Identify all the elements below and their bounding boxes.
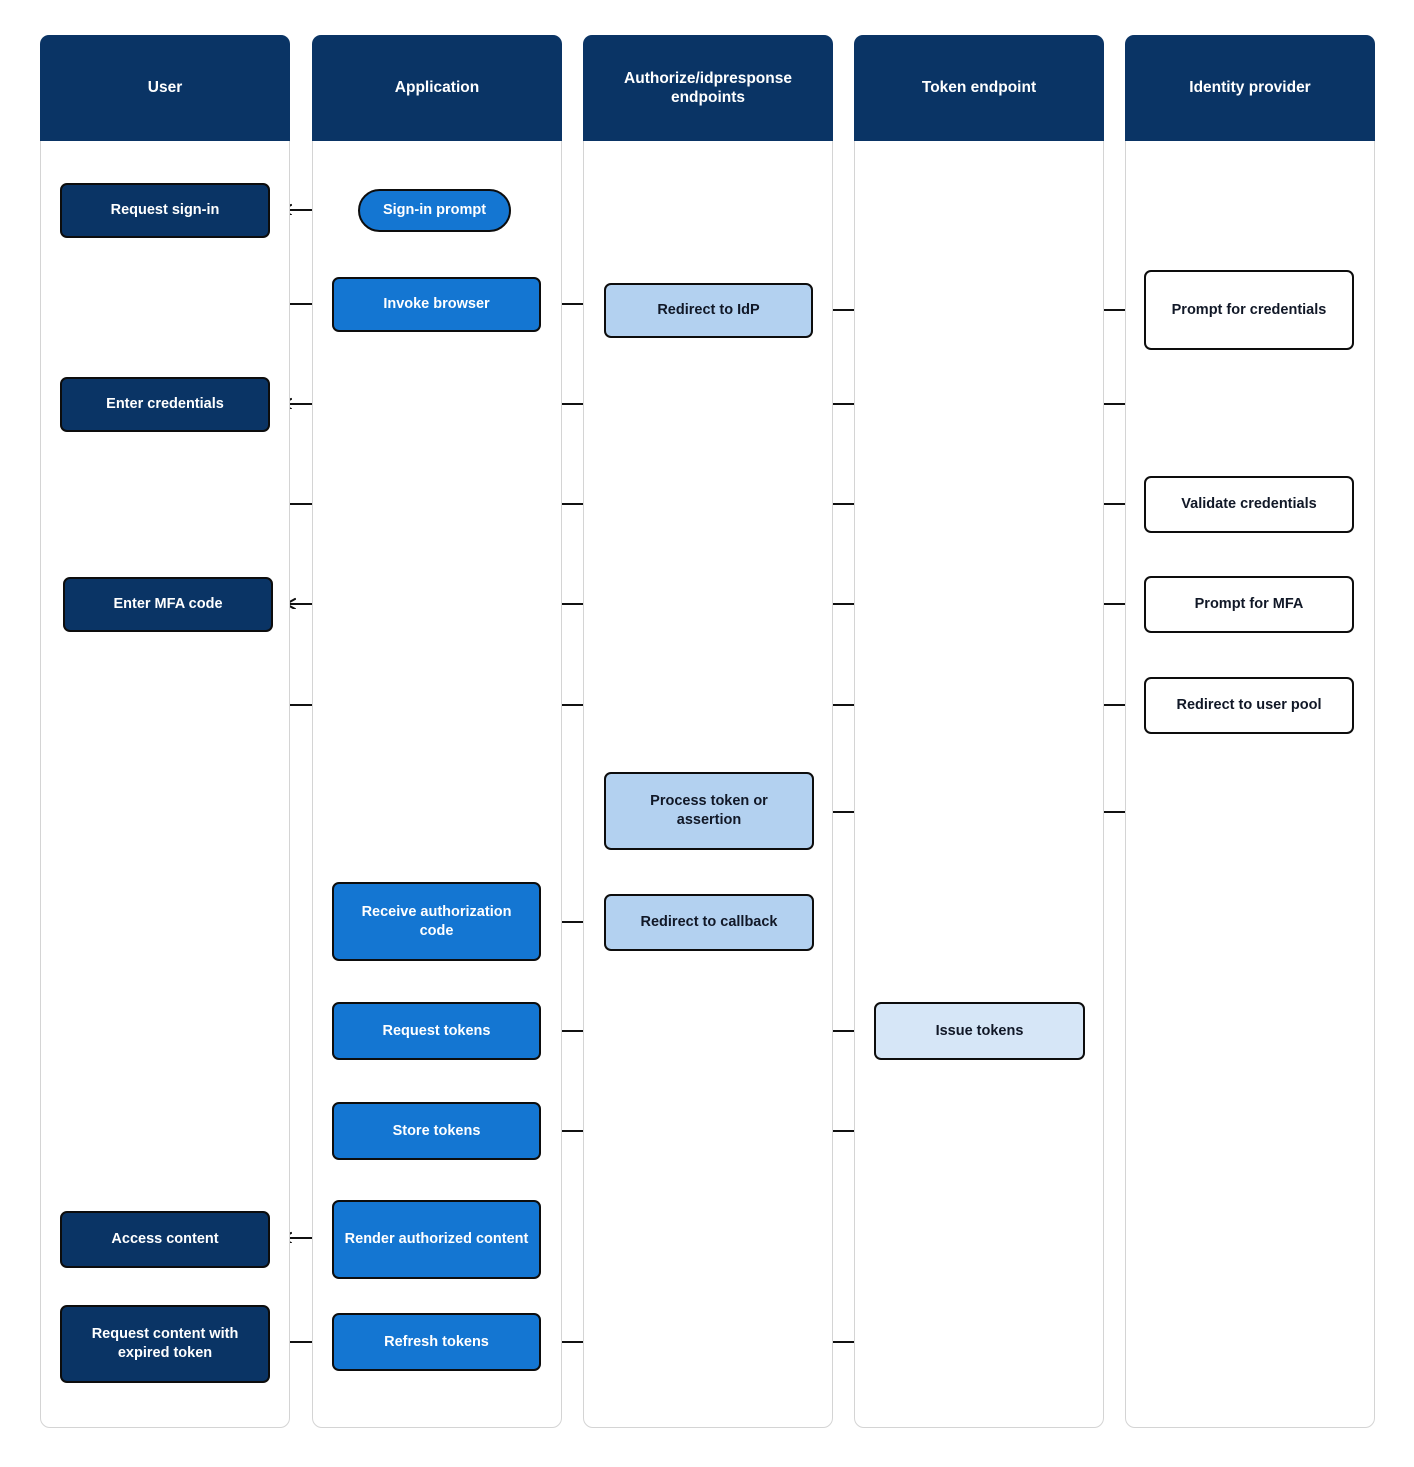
lane-header-endpoint: Authorize/idpresponse endpoints: [583, 35, 833, 141]
node-redirect-to-callback[interactable]: Redirect to callback: [604, 894, 814, 951]
node-render-authorized-content[interactable]: Render authorized content: [332, 1200, 541, 1279]
node-request-content-with-expired-token[interactable]: Request content with expired token: [60, 1305, 270, 1383]
node-refresh-tokens[interactable]: Refresh tokens: [332, 1313, 541, 1371]
node-enter-mfa-code[interactable]: Enter MFA code: [63, 577, 273, 632]
lane-token-endpoint: [854, 35, 1104, 1428]
lane-application: [312, 35, 562, 1428]
lane-user: [40, 35, 290, 1428]
node-redirect-to-idp[interactable]: Redirect to IdP: [604, 283, 813, 338]
node-validate-credentials[interactable]: Validate credentials: [1144, 476, 1354, 533]
node-request-tokens[interactable]: Request tokens: [332, 1002, 541, 1060]
node-issue-tokens[interactable]: Issue tokens: [874, 1002, 1085, 1060]
lane-header-token-endpoint-label: Token endpoint: [921, 79, 1037, 97]
node-invoke-browser[interactable]: Invoke browser: [332, 277, 541, 332]
lane-header-user-label: User: [147, 79, 183, 97]
node-redirect-to-user-pool[interactable]: Redirect to user pool: [1144, 677, 1354, 734]
node-sign-in-prompt[interactable]: Sign-in prompt: [358, 189, 511, 232]
lane-header-application: Application: [312, 35, 562, 141]
lane-header-identity-provider: Identity provider: [1125, 35, 1375, 141]
lane-header-endpoint-label: Authorize/idpresponse endpoints: [624, 69, 792, 106]
node-request-sign-in[interactable]: Request sign-in: [60, 183, 270, 238]
lane-header-identity-provider-label: Identity provider: [1189, 79, 1311, 97]
node-prompt-for-mfa[interactable]: Prompt for MFA: [1144, 576, 1354, 633]
lane-endpoint: [583, 35, 833, 1428]
node-store-tokens[interactable]: Store tokens: [332, 1102, 541, 1160]
lane-header-user: User: [40, 35, 290, 141]
node-prompt-for-credentials[interactable]: Prompt for credentials: [1144, 270, 1354, 350]
lane-header-token-endpoint: Token endpoint: [854, 35, 1104, 141]
lane-header-application-label: Application: [394, 79, 480, 97]
node-process-token-or-assertion[interactable]: Process token or assertion: [604, 772, 814, 850]
node-enter-credentials[interactable]: Enter credentials: [60, 377, 270, 432]
node-receive-authorization-code[interactable]: Receive authorization code: [332, 882, 541, 961]
node-access-content[interactable]: Access content: [60, 1211, 270, 1268]
